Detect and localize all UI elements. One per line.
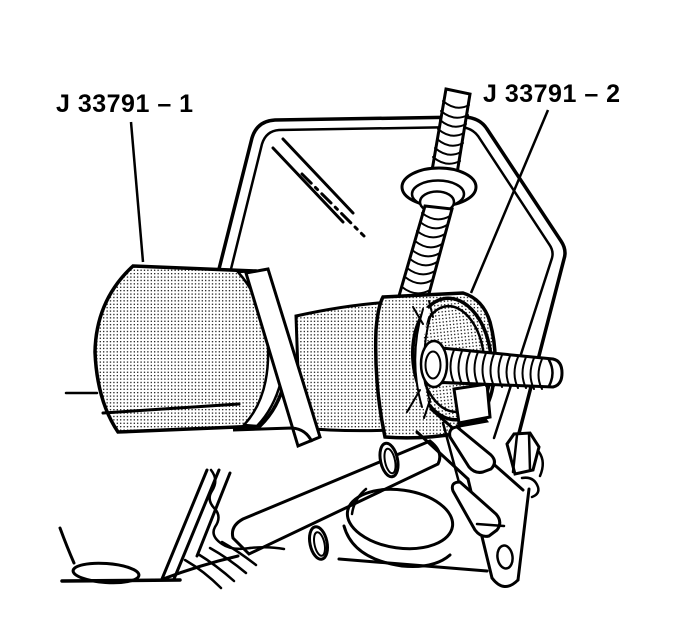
plate-reflection-slash-2 (271, 146, 345, 224)
left-horizontal-line (60, 578, 182, 583)
forcing-screw-horizontal (419, 339, 564, 390)
plate-reflection-slash-1 (281, 137, 355, 215)
rib-fan (183, 540, 258, 590)
arm-right-bottom-edge (415, 430, 470, 481)
callout-label-tool2: J 33791 – 2 (483, 80, 621, 108)
web-slot-upper (448, 425, 496, 474)
callout-label-tool1: J 33791 – 1 (56, 90, 194, 118)
left-flat-boss (71, 561, 141, 585)
bracket-arm-left (231, 439, 442, 561)
callout-j33791-1: J 33791 – 1 (56, 90, 194, 263)
leader-line-tool1 (129, 121, 145, 263)
hscrew-hub-inner (424, 350, 442, 380)
arm-hole-upper-rim (383, 447, 397, 475)
leader-line-tool2 (469, 109, 550, 294)
face-spokes (406, 300, 434, 419)
face-crescent-white (415, 307, 430, 409)
hex-bolt (505, 431, 541, 476)
web-slot-lower-line (475, 522, 506, 528)
hex-bolt-washer-arcs (520, 450, 544, 499)
screw-bottom-threads (401, 212, 451, 295)
hscrew-tip-cap (547, 358, 554, 388)
bracket-opening-outer-arc (342, 524, 452, 568)
junction-curve (248, 545, 286, 551)
left-curve (58, 526, 76, 565)
hex-bolt-facets (511, 432, 532, 474)
bracket-strap (244, 267, 322, 449)
callout-j33791-2: J 33791 – 2 (469, 80, 621, 294)
front-leg-edge-3 (195, 471, 232, 558)
bracket-lower-left (58, 391, 286, 590)
plate-bottom-edge (232, 426, 314, 443)
leg-small-hole (496, 544, 514, 570)
plate-outer-edge (217, 115, 567, 443)
installer-cup-step-notch (452, 382, 492, 425)
plate-inner-edge (229, 125, 554, 440)
web-slot-lower (450, 480, 502, 538)
leg-right-edge (516, 487, 531, 582)
receiver-cup-parting-line (101, 402, 241, 415)
bottom-contour (161, 554, 240, 581)
hscrew-body (429, 345, 564, 389)
strap-band (244, 267, 322, 449)
front-leg-edge-2 (172, 468, 221, 581)
casting-break-contour (208, 468, 252, 551)
bracket-opening-upper-arc (350, 487, 368, 516)
bracket-lower-right (337, 407, 544, 588)
bracket-opening (345, 487, 455, 551)
front-leg-edge-1 (160, 468, 209, 581)
leg-tip (490, 576, 520, 588)
hscrew-threads (449, 349, 543, 390)
bracket-base-line (337, 557, 489, 573)
arm-hole-lower-rim (313, 531, 326, 557)
